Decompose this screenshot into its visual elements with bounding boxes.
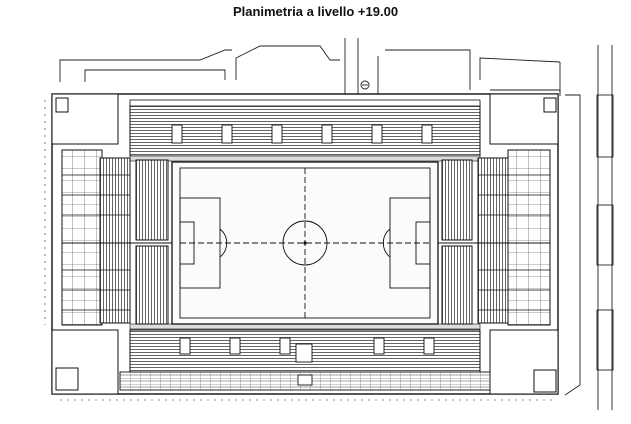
football-pitch [171, 161, 439, 325]
west-concourse [61, 149, 103, 326]
drawing-title: Planimetria a livello +19.00 [232, 4, 399, 19]
east-concourse [507, 149, 551, 326]
perimeter-markers [44, 95, 556, 401]
structural-grid [62, 174, 550, 311]
south-stand-exits [179, 337, 435, 386]
west-stand [99, 157, 131, 324]
east-stand [477, 157, 509, 324]
corner-blocks [51, 93, 559, 395]
context-lines [59, 38, 614, 410]
north-stand-exits [171, 124, 433, 144]
